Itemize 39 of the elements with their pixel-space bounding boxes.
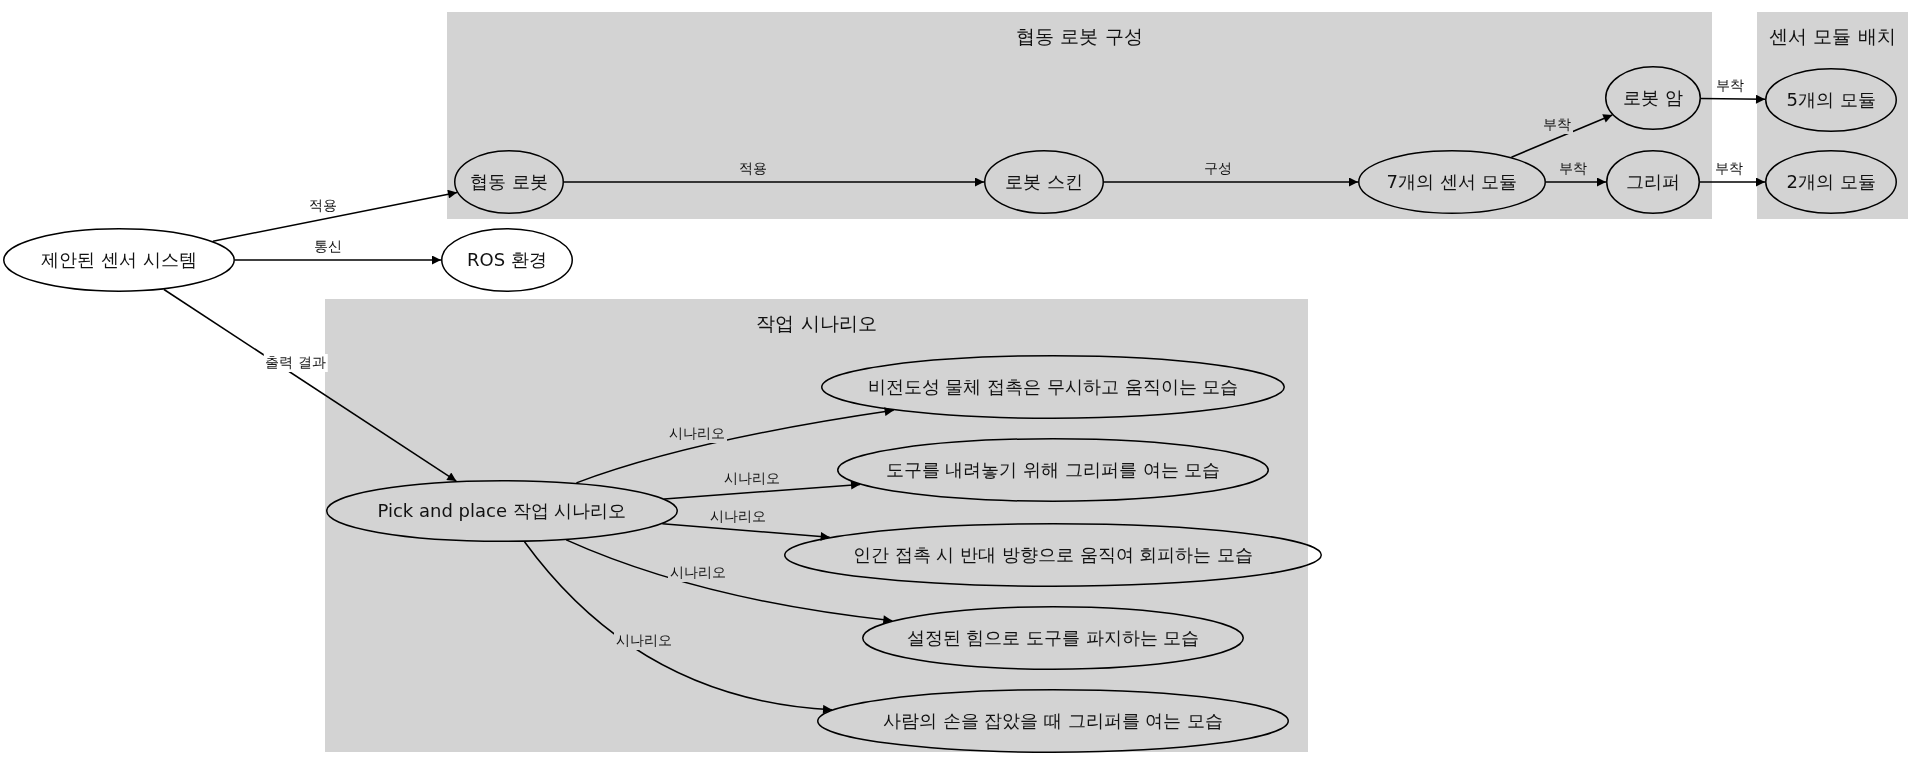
cluster-panel [447, 12, 1712, 219]
arrow [575, 407, 895, 484]
edge-label: 출력 결과 [263, 353, 328, 372]
cluster-title: 협동 로봇 구성 [1015, 24, 1144, 49]
cluster-panel [1757, 12, 1908, 219]
arrow [1510, 114, 1614, 158]
arrow [661, 523, 831, 541]
arrow [1700, 94, 1766, 104]
edge-label: 부착 [1713, 160, 1746, 178]
ellipse-node: 협동 로봇 [454, 150, 564, 214]
arrow [1699, 177, 1766, 187]
arrow [663, 480, 861, 500]
arrow [1545, 177, 1607, 187]
arrow [163, 288, 458, 482]
ellipse-node: 2개의 모듈 [1765, 150, 1897, 214]
ellipse-node: 그리퍼 [1606, 150, 1700, 214]
arrow [234, 255, 442, 265]
ellipse-node: 설정된 힘으로 도구를 파지하는 모습 [862, 606, 1244, 670]
ellipse-node: 로봇 암 [1605, 66, 1701, 130]
ellipse-node: ROS 환경 [441, 228, 573, 292]
arrow [1103, 177, 1359, 187]
ellipse-node: 사람의 손을 잡았을 때 그리퍼를 여는 모습 [817, 689, 1289, 753]
edge-label: 부착 [1557, 160, 1589, 178]
edge-label: 시나리오 [613, 632, 674, 651]
arrow [563, 177, 985, 187]
ellipse-node: 7개의 센서 모듈 [1358, 150, 1546, 214]
edge-label: 적용 [737, 160, 769, 178]
ellipse-node: 제안된 센서 시스템 [3, 228, 235, 292]
cluster-title: 작업 시나리오 [755, 311, 878, 336]
cluster-title: 센서 모듈 배치 [1768, 24, 1897, 49]
ellipse-node: 도구를 내려놓기 위해 그리퍼를 여는 모습 [837, 438, 1269, 502]
ellipse-node: 로봇 스킨 [984, 150, 1104, 214]
ellipse-node: 비전도성 물체 접촉은 무시하고 움직이는 모습 [821, 355, 1285, 419]
arrow [523, 540, 833, 714]
arrow [565, 539, 894, 625]
arrow [212, 189, 458, 242]
ellipse-node: Pick and place 작업 시나리오 [326, 480, 678, 542]
ellipse-node: 인간 접촉 시 반대 방향으로 움직여 회피하는 모습 [784, 523, 1322, 587]
ellipse-node: 5개의 모듈 [1765, 68, 1897, 132]
